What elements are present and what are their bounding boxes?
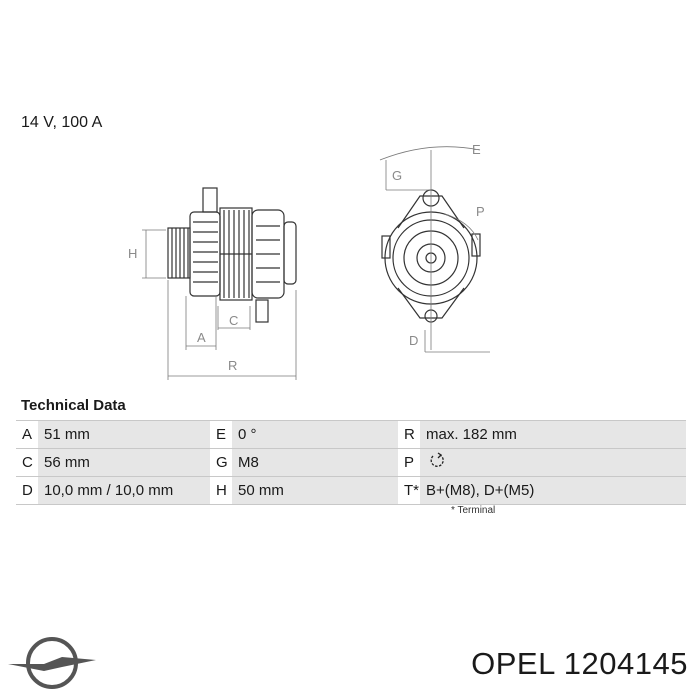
spec-key: H <box>210 476 232 505</box>
label-r: R <box>228 358 237 373</box>
terminal-footnote: * Terminal <box>451 505 496 516</box>
spec-value: 56 mm <box>38 448 210 477</box>
label-g: G <box>392 168 402 183</box>
table-row: A 51 mm E 0 ° R max. 182 mm <box>16 420 686 449</box>
spec-line: 14 V, 100 A <box>21 114 103 131</box>
label-d: D <box>409 333 418 348</box>
technical-data-table: A 51 mm E 0 ° R max. 182 mm C 56 mm G M8… <box>16 420 686 505</box>
label-e: E <box>472 142 481 157</box>
spec-key: T* <box>398 476 420 505</box>
table-row: D 10,0 mm / 10,0 mm H 50 mm T* B+(M8), D… <box>16 476 686 505</box>
table-row: C 56 mm G M8 P <box>16 448 686 477</box>
label-a: A <box>197 330 206 345</box>
opel-blitz-logo-icon <box>8 637 96 689</box>
spec-value: 10,0 mm / 10,0 mm <box>38 476 210 505</box>
alternator-drawing: H A C R G E P D <box>128 142 490 380</box>
spec-key: D <box>16 476 38 505</box>
spec-value: B+(M8), D+(M5) <box>420 476 686 505</box>
brand-part-number: OPEL 1204145 <box>471 646 688 681</box>
spec-value: max. 182 mm <box>420 420 686 449</box>
spec-key: C <box>16 448 38 477</box>
label-p: P <box>476 204 485 219</box>
spec-key: A <box>16 420 38 449</box>
spec-value: M8 <box>232 448 398 477</box>
label-c: C <box>229 313 238 328</box>
spec-key: G <box>210 448 232 477</box>
technical-data-title: Technical Data <box>21 397 126 414</box>
spec-key: R <box>398 420 420 449</box>
rotation-direction-icon <box>430 451 444 467</box>
spec-value: 51 mm <box>38 420 210 449</box>
label-h: H <box>128 246 137 261</box>
spec-value-rotation <box>420 448 686 477</box>
spec-value: 50 mm <box>232 476 398 505</box>
spec-value: 0 ° <box>232 420 398 449</box>
spec-key: E <box>210 420 232 449</box>
spec-key: P <box>398 448 420 477</box>
